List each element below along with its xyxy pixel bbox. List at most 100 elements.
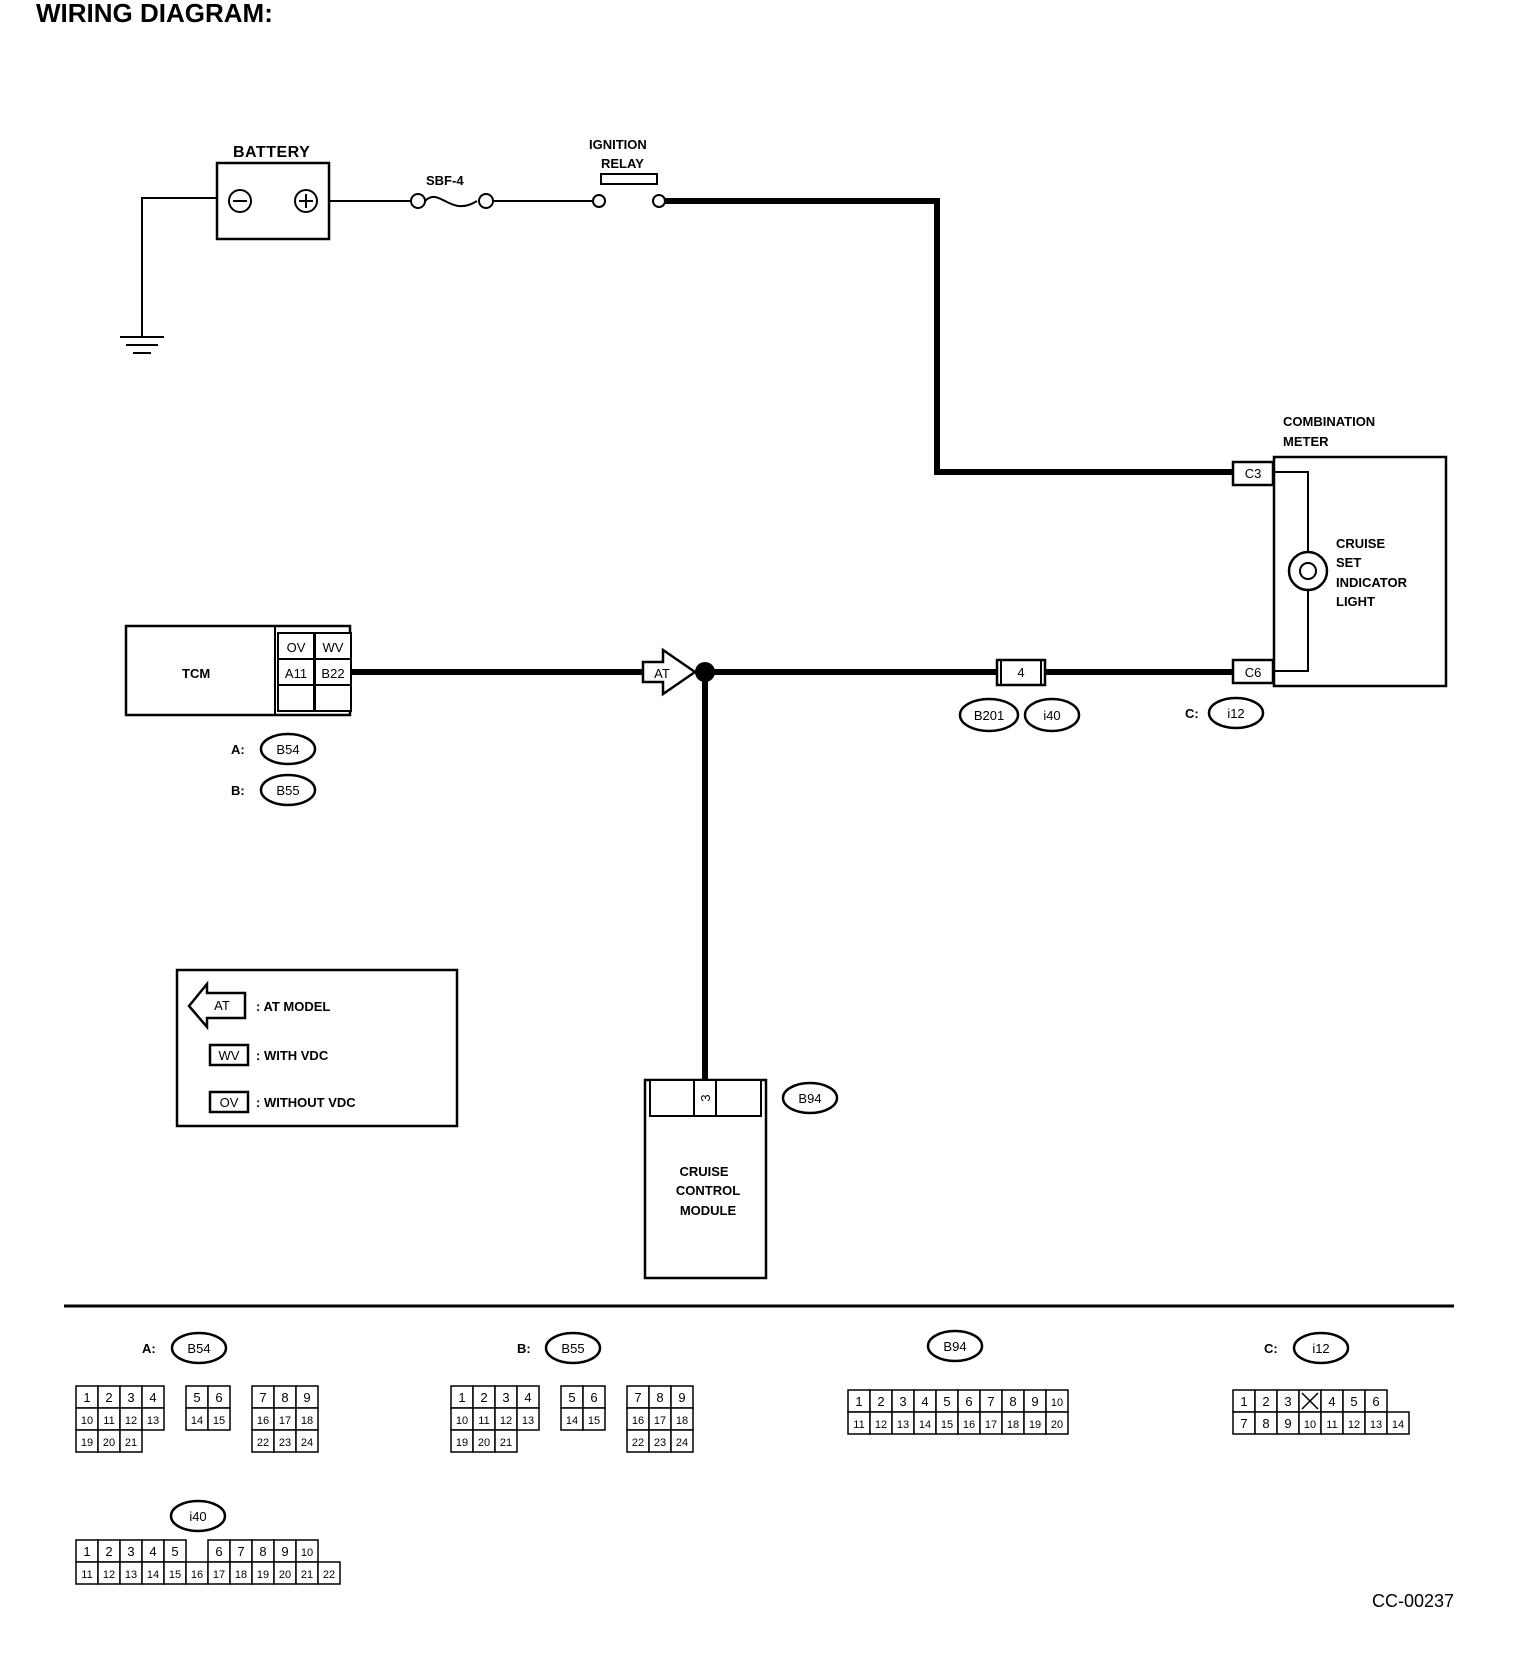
tcm-conn-b-id: B55	[276, 783, 299, 798]
connector-cell	[295, 1429, 319, 1453]
connector-pin-number: 14	[919, 1419, 931, 1431]
cv-b54-id: B54	[187, 1341, 210, 1356]
connector-pin-number: 14	[566, 1415, 578, 1427]
tcm-header-ov: OV	[287, 640, 306, 655]
connector-pin-number: 23	[279, 1437, 291, 1449]
ground-symbol	[120, 197, 217, 354]
connector-cell	[494, 1429, 518, 1453]
connector-pin-number: 3	[502, 1390, 509, 1405]
connector-pin-number: 5	[171, 1544, 178, 1559]
tcm-conn-b-prefix: B:	[231, 783, 245, 798]
connector-pin-number: 10	[1051, 1397, 1063, 1409]
connector-pin-number: 3	[1284, 1394, 1291, 1409]
lamp-label-3: INDICATOR	[1336, 575, 1408, 590]
connector-pin-number: 22	[632, 1437, 644, 1449]
connector-pin-number: 2	[105, 1390, 112, 1405]
connector-pin-number: 19	[257, 1569, 269, 1581]
connector-pin-number: 18	[676, 1415, 688, 1427]
lamp-label-2: SET	[1336, 555, 1361, 570]
cv-b94-id: B94	[943, 1339, 966, 1354]
connector-pin-number: 16	[963, 1419, 975, 1431]
battery-label: BATTERY	[233, 144, 310, 161]
connector-pin-number: 11	[103, 1415, 114, 1427]
cruise-module-label-1: CRUISE	[679, 1164, 728, 1179]
connector-pin-number: 6	[215, 1544, 222, 1559]
connector-pin-number: 20	[478, 1437, 490, 1449]
connector-pin-number: 20	[279, 1569, 291, 1581]
connector-pin-number: 17	[213, 1569, 225, 1581]
connector-pin-number: 1	[83, 1390, 90, 1405]
connector-pin-number: 7	[1240, 1416, 1247, 1431]
connector-pin-number: 4	[149, 1390, 156, 1405]
ignition-relay	[592, 173, 666, 208]
connector-pin-number: 13	[897, 1419, 909, 1431]
tcm-conn-a-id: B54	[276, 742, 299, 757]
tcm-label: TCM	[182, 666, 210, 681]
connector-pin-number: 8	[1262, 1416, 1269, 1431]
connector-pin-number: 12	[500, 1415, 512, 1427]
connector-pin-number: 14	[191, 1415, 203, 1427]
connector-cell	[516, 1407, 540, 1431]
connector-pin-number: 21	[301, 1569, 313, 1581]
figure-code: CC-00237	[1372, 1591, 1454, 1611]
connector-pin-number: 17	[985, 1419, 997, 1431]
connector-cell	[317, 1561, 341, 1585]
connector-pin-number: 16	[632, 1415, 644, 1427]
connector-pin-number: 21	[125, 1437, 137, 1449]
connector-pin-number: 2	[480, 1390, 487, 1405]
indicator-lamp-icon	[1287, 550, 1329, 592]
connector-pin-number: 19	[81, 1437, 93, 1449]
connector-pin-number: 15	[169, 1569, 181, 1581]
connector-cell	[119, 1429, 143, 1453]
tcm-conn-a-prefix: A:	[231, 742, 245, 757]
connector-pin-number: 6	[590, 1390, 597, 1405]
battery	[215, 161, 331, 241]
meter-terminal-c6: C6	[1245, 665, 1262, 680]
meter-terminal-c3: C3	[1245, 466, 1262, 481]
legend-at-arrow-icon	[187, 980, 247, 1031]
connector-pin-number: 1	[1240, 1394, 1247, 1409]
page-title: WIRING DIAGRAM:	[36, 0, 273, 28]
legend-at-symbol: AT	[214, 998, 230, 1013]
connector-pin-number: 4	[1328, 1394, 1335, 1409]
fuse-label: SBF-4	[426, 173, 464, 188]
connector-cell	[1386, 1411, 1410, 1435]
connector-pin-number: 14	[147, 1569, 159, 1581]
connector-pin-number: 11	[853, 1419, 864, 1431]
connector-pin-number: 1	[458, 1390, 465, 1405]
legend-wv-symbol: WV	[219, 1048, 240, 1063]
connector-cell	[670, 1429, 694, 1453]
connector-pin-number: 2	[877, 1394, 884, 1409]
combination-meter-label-1: COMBINATION	[1283, 414, 1375, 429]
cv-b55-id: B55	[561, 1341, 584, 1356]
joint-connector	[995, 658, 1047, 687]
connector-pin-number: 18	[301, 1415, 313, 1427]
connector-pin-number: 22	[323, 1569, 335, 1581]
connector-pin-number: 24	[676, 1437, 688, 1449]
connector-pin-number: 12	[1348, 1419, 1360, 1431]
connector-pin-number: 15	[588, 1415, 600, 1427]
connector-pin-number: 20	[103, 1437, 115, 1449]
cruise-module-label-3: MODULE	[680, 1203, 737, 1218]
meter-connector-prefix: C:	[1185, 706, 1199, 721]
connector-pin-number: 8	[281, 1390, 288, 1405]
connector-pin-number: 8	[1009, 1394, 1016, 1409]
legend-ov-text: : WITHOUT VDC	[256, 1095, 356, 1110]
connector-pin-number: 4	[149, 1544, 156, 1559]
connector-pin-number: 19	[1029, 1419, 1041, 1431]
connector-pin-number: 15	[941, 1419, 953, 1431]
joint-conn1-id: B201	[974, 708, 1004, 723]
connector-pin-number: 8	[656, 1390, 663, 1405]
connector-pin-number: 24	[301, 1437, 313, 1449]
connector-pin-number: 5	[568, 1390, 575, 1405]
connector-pin-number: 11	[478, 1415, 489, 1427]
connector-pin-number: 6	[215, 1390, 222, 1405]
meter-connector-id: i12	[1227, 706, 1244, 721]
connector-pin-number: 2	[105, 1544, 112, 1559]
connector-pin-number: 7	[987, 1394, 994, 1409]
connector-pin-number: 21	[500, 1437, 512, 1449]
connector-pin-number: 9	[1031, 1394, 1038, 1409]
connector-pin-number: 17	[654, 1415, 666, 1427]
connector-pin-number: 10	[81, 1415, 93, 1427]
